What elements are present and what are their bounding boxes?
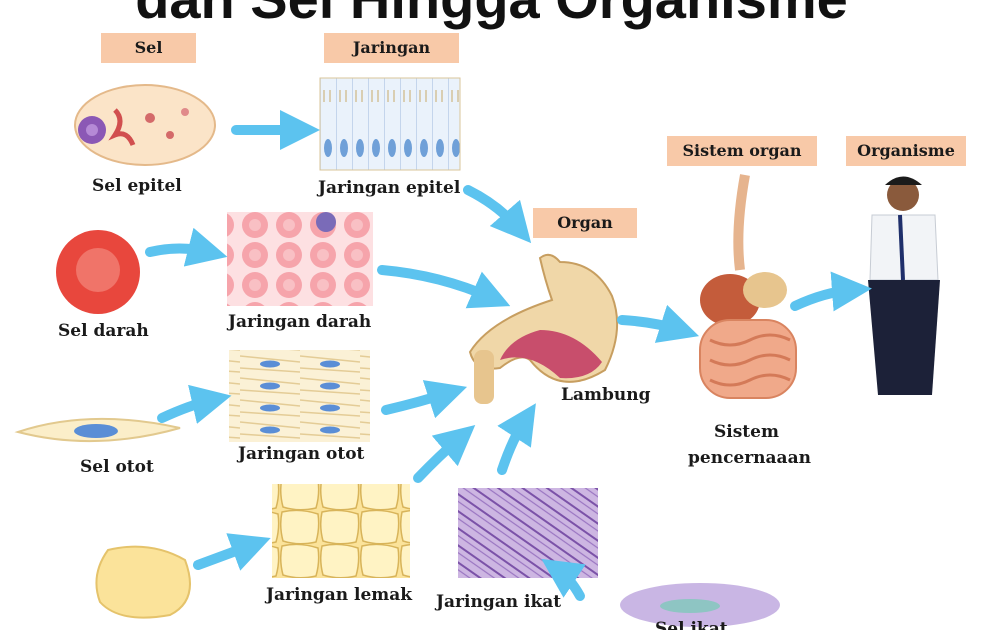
fat-cell-illustration	[96, 547, 190, 618]
epithelial-cell-illustration	[75, 85, 215, 165]
red-blood-cell-illustration	[56, 230, 140, 314]
arrow-sel-to-jaringan-darah	[150, 249, 208, 253]
fat-tissue-illustration	[272, 484, 410, 578]
label-jaringan-otot: Jaringan otot	[238, 444, 364, 464]
arrow-ikat-to-organ	[502, 420, 525, 470]
arrow-lemak-to-organ	[418, 438, 460, 478]
stomach-illustration	[470, 255, 617, 404]
arrow-sistem-to-organisme	[795, 290, 852, 306]
muscle-tissue-illustration	[229, 350, 370, 442]
header-organ: Organ	[533, 208, 637, 238]
epithelial-tissue-illustration	[320, 78, 460, 170]
label-sistem-pencernaan-1: Sistem	[714, 422, 779, 442]
label-sel-ikat-partial: Sel ikat	[655, 619, 728, 630]
label-sel-epitel: Sel epitel	[92, 176, 182, 196]
label-jaringan-epitel: Jaringan epitel	[318, 178, 460, 198]
header-sistem-organ: Sistem organ	[667, 136, 817, 166]
label-lambung: Lambung	[561, 385, 650, 405]
label-jaringan-lemak: Jaringan lemak	[266, 585, 412, 605]
header-sel: Sel	[101, 33, 196, 63]
arrow-otot-to-organ	[386, 393, 448, 410]
connective-tissue-illustration	[458, 488, 598, 578]
label-sel-otot: Sel otot	[80, 457, 154, 477]
blood-tissue-illustration	[227, 212, 373, 306]
label-sel-darah: Sel darah	[58, 321, 149, 341]
digestive-system-illustration	[700, 175, 796, 398]
label-jaringan-darah: Jaringan darah	[228, 312, 371, 332]
label-jaringan-ikat: Jaringan ikat	[436, 592, 561, 612]
human-student-illustration	[868, 177, 940, 396]
arrow-darah-to-organ	[382, 270, 492, 298]
arrow-organ-to-sistem	[622, 320, 680, 330]
header-organisme: Organisme	[846, 136, 966, 166]
label-sistem-pencernaan-2: pencernaaan	[688, 448, 811, 468]
header-jaringan: Jaringan	[324, 33, 459, 63]
arrow-sel-to-jaringan-otot	[162, 400, 212, 418]
arrow-sel-to-jaringan-lemak	[198, 545, 252, 565]
arrow-epitel-to-organ	[468, 190, 518, 228]
